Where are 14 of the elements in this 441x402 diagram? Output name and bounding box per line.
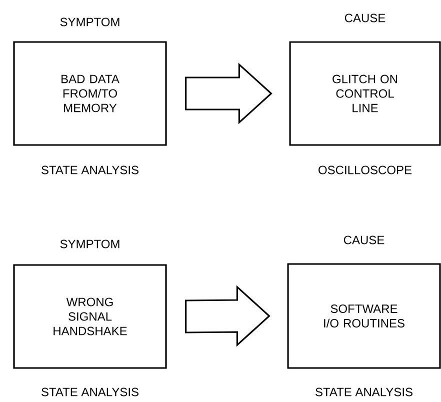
text-box: BAD DATA FROM/TO MEMORY: [13, 41, 167, 146]
box-heading: SYMPTOM: [60, 240, 120, 248]
box-heading: CAUSE: [344, 236, 384, 244]
box-heading: CAUSE: [344, 14, 386, 22]
text-box: SOFTWARE I/O ROUTINES: [287, 263, 441, 369]
method-label: STATE ANALYSIS: [316, 388, 412, 396]
text-box: WRONG SIGNAL HANDSHAKE: [13, 264, 167, 369]
method-label: STATE ANALYSIS: [42, 388, 138, 396]
box-heading: SYMPTOM: [60, 18, 120, 26]
block-arrow: [185, 285, 270, 347]
method-label: STATE ANALYSIS: [42, 166, 138, 174]
method-label: OSCILLOSCOPE: [318, 166, 412, 174]
text-box: GLITCH ON CONTROL LINE: [289, 41, 441, 146]
block-arrow: [185, 62, 272, 124]
